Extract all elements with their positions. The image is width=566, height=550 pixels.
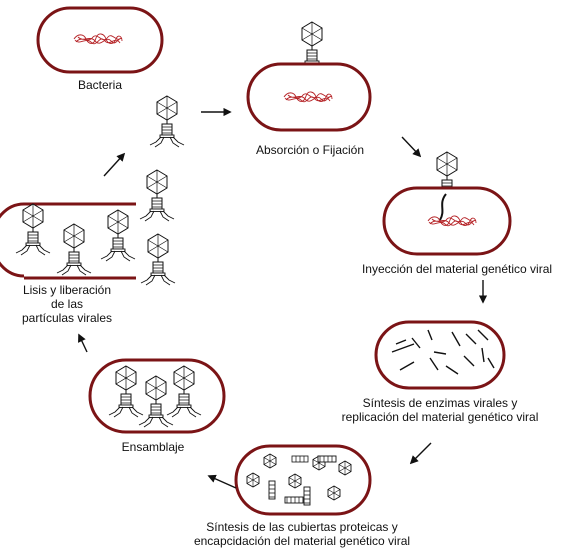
- label-line: Absorción o Fijación: [255, 143, 365, 157]
- released-phage: [15, 203, 51, 256]
- label-line: de las: [50, 297, 84, 311]
- absorption-cell: [246, 62, 372, 132]
- label-absorcion: Absorción o Fijación: [248, 143, 372, 157]
- label-line: partículas virales: [21, 311, 113, 325]
- released-phage: [139, 169, 175, 222]
- capsid-and-tail-parts: [246, 453, 352, 506]
- label-bacteria: Bacteria: [74, 78, 126, 92]
- label-ensamblaje: Ensamblaje: [108, 440, 198, 454]
- released-phage: [56, 223, 92, 276]
- label-line: Bacteria: [77, 78, 123, 92]
- label-line: Ensamblaje: [121, 440, 185, 454]
- arrow-to-lysis: [78, 333, 88, 353]
- injected-genome: [439, 193, 447, 221]
- released-phage: [100, 209, 136, 262]
- label-sintesis-cubiertas: Síntesis de las cubiertas proteicas y en…: [188, 520, 416, 548]
- released-phage: [140, 233, 176, 286]
- arrow-to-capsid-synthesis: [409, 442, 432, 465]
- replicated-genomes: [391, 329, 495, 375]
- arrow-to-new-infection: [103, 152, 126, 177]
- label-sintesis-enzimas: Síntesis de enzimas virales y replicació…: [330, 396, 550, 424]
- replication-cell: [374, 320, 506, 390]
- label-lisis: Lisis y liberación de las partículas vir…: [12, 283, 122, 325]
- label-line: Inyección del material genético viral: [361, 262, 553, 276]
- arrow-to-assembly: [207, 474, 237, 489]
- label-line: encapcidación del material genético vira…: [193, 534, 411, 548]
- free-phage: [149, 95, 185, 148]
- lysed-cell-wall: [0, 202, 136, 280]
- label-line: Síntesis de las cubiertas proteicas y: [206, 520, 398, 534]
- label-line: replicación del material genético viral: [341, 410, 539, 424]
- label-inyeccion: Inyección del material genético viral: [352, 262, 562, 276]
- label-line: Síntesis de enzimas virales y: [362, 396, 518, 410]
- label-line: Lisis y liberación: [22, 283, 112, 297]
- arrow-to-injection: [401, 136, 422, 158]
